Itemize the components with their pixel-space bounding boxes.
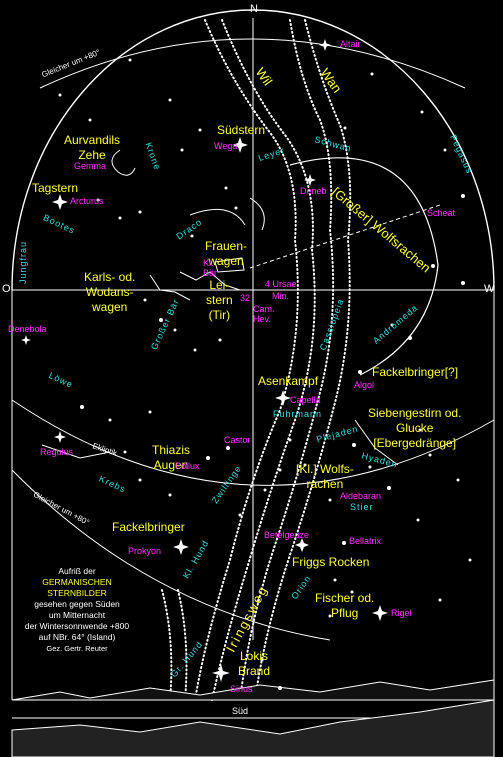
sirius-star [212,664,230,682]
bright-stars [21,39,388,682]
milky-way [161,19,352,701]
const-fuhrmann: Fuhrmann [273,409,323,419]
label-thiazis-augen: Thiazis Augen [152,443,191,472]
label-fackelbringer-q: Fackelbringer[?] [372,365,459,379]
star-aldebaran: Aldebaran [340,491,382,501]
star-arcturus: Arcturus [70,196,104,206]
rigel-star [372,605,388,621]
star-scheat: Scheat [427,208,456,218]
ground-terrain [11,699,495,757]
constellation-lines [41,149,399,466]
star-prokyon: Prokyon [128,546,162,556]
capella-star [275,390,291,406]
caption-line-3: STERNBILDER [47,588,107,598]
star-denebola: Denebola [8,324,47,334]
star-pollux: Pollux [175,461,200,471]
label-leitstern: Lei- stern (Tir) [206,278,233,322]
betelgeuze-star [295,538,309,552]
star-rigel: Rigel [391,608,412,618]
label-frauenwagen: Frauen- wagen [205,239,248,268]
upper-circle-80 [39,38,466,89]
caption-line-5: um Mitternacht [48,610,106,620]
caption: Aufriß der GERMANISCHEN STERNBILDER gese… [8,566,146,654]
star-min: Min. [272,291,290,301]
star-regulus: Regulus [40,447,74,457]
east-label: O [2,283,11,295]
denebola-star [21,335,31,345]
star-gemma: Gemma [74,161,107,171]
const-jungfrau: Jungfrau [18,240,29,285]
star-4-ursae: 4 Ursae [265,279,297,289]
star-kl-baer: Kl. Bär [203,258,218,278]
caption-line-8: Gez. Gertr. Reuter [46,644,108,653]
horizon-circle [11,9,495,291]
label-lokis-brand: Lokis Brand [238,649,271,678]
const-stier: Stier [350,502,374,512]
label-tagstern: Tagstern [32,181,79,195]
north-label: N [250,3,258,15]
regulus-star [54,431,66,443]
caption-line-7: auf NBr. 64° (Island) [38,632,116,642]
dashed-line [249,204,441,269]
label-karls-wagen: Karls- od. Wodans- wagen [84,270,136,314]
caption-line-6: der Wintersonnwende +800 [24,621,130,631]
star-capella: Capella [290,395,321,405]
star-sirius: Sirius [230,684,253,694]
star-betelgeuze: Betelgeuze [264,530,310,540]
star-deneb: Deneb [300,186,327,196]
star-algol: Algol [354,380,375,390]
label-asenkampf: Asenkampf [258,374,319,388]
caption-line-1: Aufriß der [58,566,96,576]
label-fackelbringer: Fackelbringer [112,520,185,534]
star-bellatrix: Bellatrix [349,536,382,546]
arcturus-star [52,194,68,210]
prokyon-star [173,539,189,555]
deneb-star [304,174,316,186]
star-32: 32 [240,293,251,303]
wega-star [232,137,248,153]
star-castor: Castor [224,435,251,445]
west-label: W [484,283,495,295]
south-label: Süd [232,706,249,716]
mountain-silhouette [11,679,495,701]
label-fischer-pflug: Fischer od. Pflug [315,591,375,620]
label-friggs-rocken: Friggs Rocken [292,555,370,569]
star-cam-hev: Cam. Hev. [253,304,275,324]
label-aurvandils-zehe: Aurvandils Zehe [64,133,121,162]
label-suedstern: Südstern [217,123,266,137]
small-stars [58,58,472,690]
wolfsrachen-arc [289,157,439,376]
label-kl-wolfsrachen: [Kl.] Wolfs- rachen [296,462,354,491]
lower-circle-80 [11,469,331,641]
star-altair: Altair [340,39,361,49]
label-siebengestirn: Siebengestirn od. Glucke [Ebergedränge] [368,406,462,450]
star-wega: Wega [214,141,238,151]
caption-line-2: GERMANISCHEN [42,577,112,587]
caption-line-4: gesehen gegen Süden [34,599,120,609]
altair-star [319,39,331,51]
